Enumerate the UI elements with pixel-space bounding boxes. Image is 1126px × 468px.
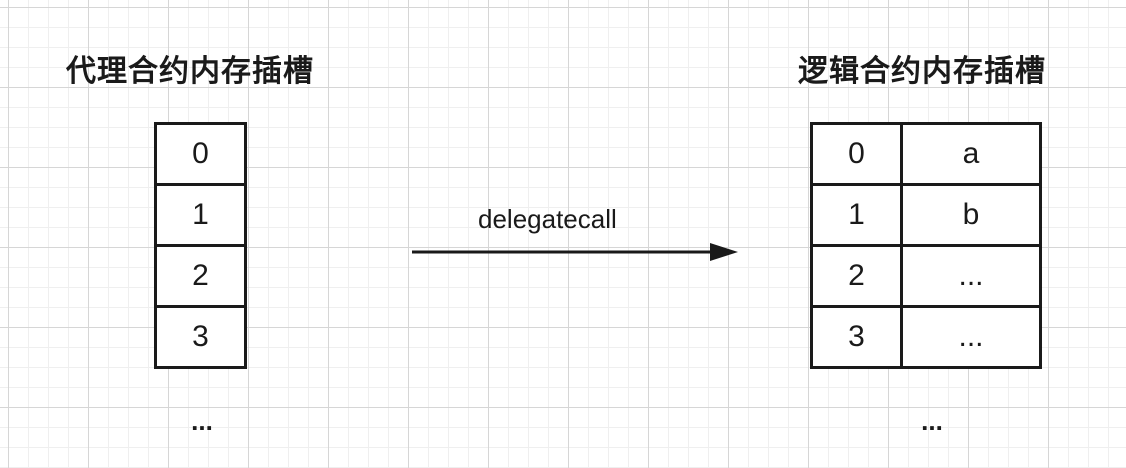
logic-more-slots: ... [921, 406, 943, 436]
proxy-storage-title: 代理合约内存插槽 [66, 54, 314, 89]
logic-slot-index: 0 [810, 122, 903, 186]
proxy-slot-row: 1 [154, 183, 247, 247]
proxy-slot-row: 3 [154, 305, 247, 369]
logic-slot-value: b [900, 183, 1042, 247]
proxy-slot-index: 1 [154, 183, 247, 247]
delegatecall-arrow-icon [412, 243, 738, 261]
proxy-slot-index: 0 [154, 122, 247, 186]
logic-slot-value: a [900, 122, 1042, 186]
proxy-slot-table: 0 1 2 3 [154, 122, 247, 369]
logic-slot-row: 1 b [810, 183, 1042, 247]
logic-slot-index: 3 [810, 305, 903, 369]
logic-slot-row: 3 ... [810, 305, 1042, 369]
delegatecall-label: delegatecall [478, 204, 617, 234]
proxy-slot-row: 0 [154, 122, 247, 186]
logic-slot-row: 0 a [810, 122, 1042, 186]
logic-slot-row: 2 ... [810, 244, 1042, 308]
proxy-slot-row: 2 [154, 244, 247, 308]
logic-storage-title: 逻辑合约内存插槽 [798, 54, 1046, 89]
proxy-slot-index: 2 [154, 244, 247, 308]
proxy-slot-index: 3 [154, 305, 247, 369]
logic-slot-table: 0 a 1 b 2 ... 3 ... [810, 122, 1042, 369]
arrow-head [710, 243, 738, 261]
logic-slot-index: 2 [810, 244, 903, 308]
logic-slot-index: 1 [810, 183, 903, 247]
logic-slot-value: ... [900, 305, 1042, 369]
proxy-more-slots: ... [191, 406, 213, 436]
logic-slot-value: ... [900, 244, 1042, 308]
